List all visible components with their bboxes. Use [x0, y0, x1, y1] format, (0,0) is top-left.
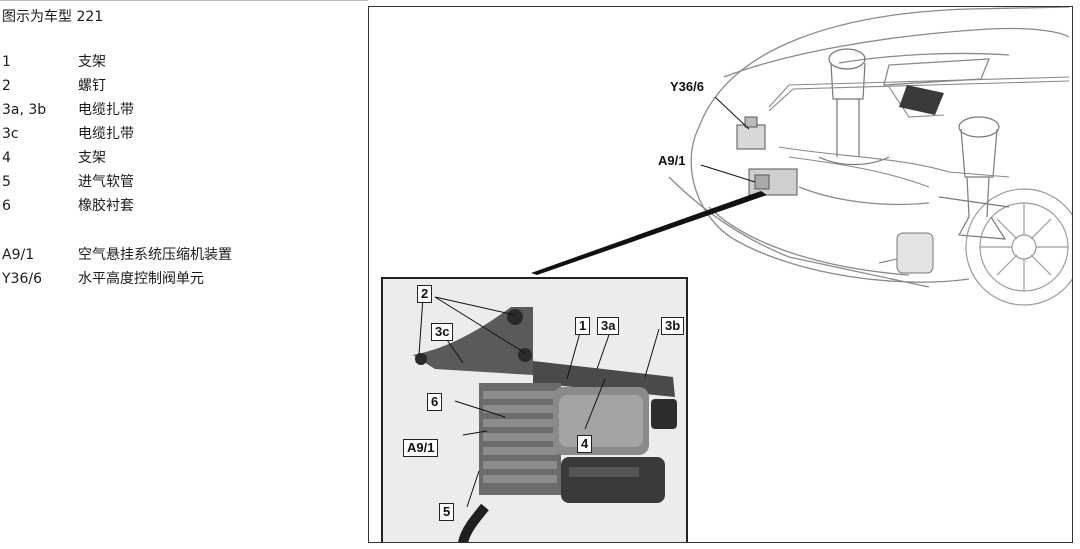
legend-key: 1: [2, 54, 11, 70]
legend-key: 4: [2, 150, 11, 166]
diagram-figure: Y36/6 A9/1: [368, 6, 1073, 543]
legend-text: 螺钉: [78, 78, 106, 94]
car-front-drawing: [531, 7, 1072, 306]
legend-key: 5: [2, 174, 11, 190]
callout-3b: 3b: [661, 317, 685, 335]
main-leader-lines: [700, 96, 756, 183]
suspension-strut: [938, 116, 1010, 240]
legend-text: 电缆扎带: [78, 102, 134, 118]
legend-key: Y36/6: [2, 271, 42, 287]
legend-key: 3a, 3b: [2, 102, 47, 118]
legend-text: 电缆扎带: [78, 126, 134, 142]
legend-key: 3c: [2, 126, 19, 142]
callout-6: 6: [427, 393, 443, 411]
car-body-outline: [668, 7, 1070, 288]
callout-y36-6: Y36/6: [670, 79, 704, 94]
inset-connector-line: [531, 191, 767, 275]
air-strut-left: [818, 48, 890, 166]
legend-text: 支架: [78, 150, 106, 166]
inset-photo: 2 3c 1 3a 3b 6 4 A9/1 5: [381, 277, 688, 542]
valve-unit-drawing: [736, 116, 766, 150]
legend-text: 橡胶衬套: [78, 198, 134, 214]
callout-a9-1: A9/1: [658, 153, 686, 168]
callout-a9-1-inset: A9/1: [403, 439, 439, 457]
legend-text: 空气悬挂系统压缩机装置: [78, 247, 232, 263]
callout-4: 4: [577, 435, 593, 453]
compressor-drawing: [748, 168, 798, 196]
compressor-photo: [383, 279, 686, 542]
legend-text: 进气软管: [78, 174, 134, 190]
callout-2: 2: [417, 285, 433, 303]
legend-key: 6: [2, 198, 11, 214]
top-divider: [0, 0, 368, 1]
legend-text: 水平高度控制阀单元: [78, 271, 204, 287]
callout-3c: 3c: [431, 323, 454, 341]
legend-text: 支架: [78, 54, 106, 70]
air-lines: [768, 76, 1070, 188]
wheel: [965, 188, 1072, 306]
page-title: 图示为车型 221: [2, 9, 104, 25]
callout-3a: 3a: [597, 317, 620, 335]
legend-key: A9/1: [2, 247, 35, 263]
callout-1: 1: [575, 317, 591, 335]
callout-5: 5: [439, 503, 455, 521]
legend-key: 2: [2, 78, 11, 94]
reservoir-tank: [878, 232, 934, 274]
dark-component: [899, 85, 944, 115]
